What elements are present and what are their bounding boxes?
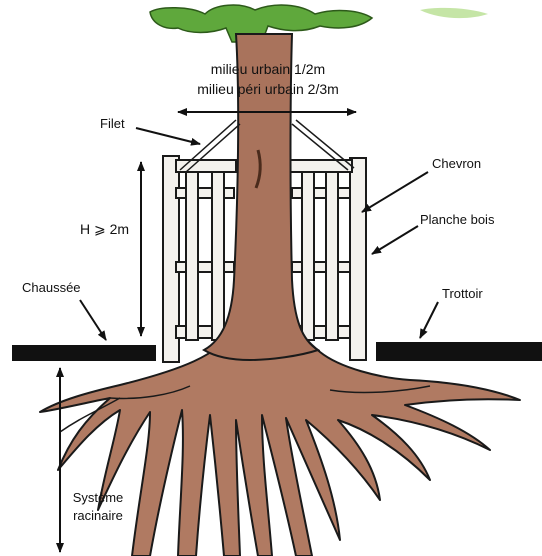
trottoir-label: Trottoir — [442, 286, 483, 301]
trottoir-pointer — [420, 302, 438, 338]
chaussee-label: Chaussée — [22, 280, 81, 295]
root-system-label-line2: racinaire — [62, 508, 134, 523]
planche-bois-label: Planche bois — [420, 212, 494, 227]
chaussee-pointer — [80, 300, 106, 340]
chevron-pointer — [362, 172, 428, 212]
chevron-label: Chevron — [432, 156, 481, 171]
height-label: H ⩾ 2m — [80, 222, 129, 237]
chaussee-surface — [12, 345, 156, 361]
tree-foliage — [150, 5, 488, 42]
filet-label: Filet — [100, 116, 125, 131]
trottoir-surface — [376, 342, 542, 361]
width-label-periurban: milieu péri urbain 2/3m — [178, 82, 358, 97]
filet-pointer — [136, 128, 200, 144]
planche-bois-pointer — [372, 226, 418, 254]
root-system-label-line1: Système — [62, 490, 134, 505]
width-label-urban: milieu urbain 1/2m — [188, 62, 348, 77]
